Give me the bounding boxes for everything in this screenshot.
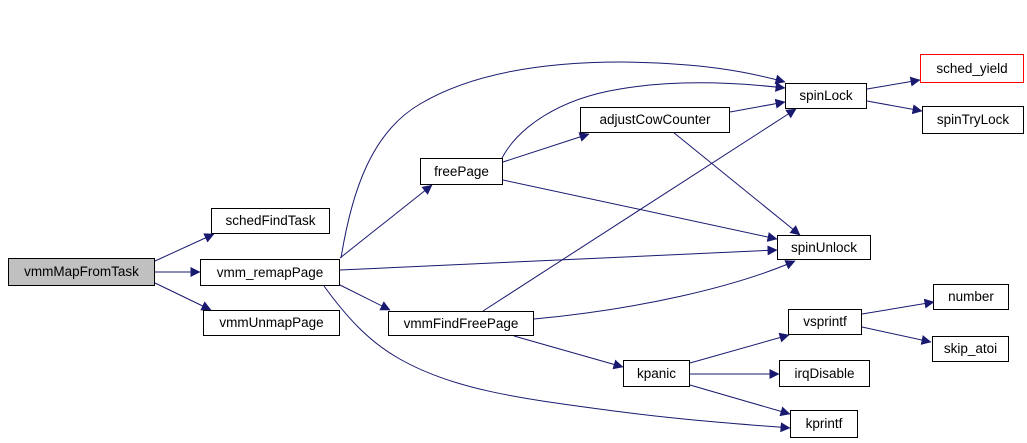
node-vsprintf[interactable]: vsprintf [788,309,862,335]
node-vmmUnmapPage[interactable]: vmmUnmapPage [203,310,340,336]
node-kpanic[interactable]: kpanic [623,360,690,387]
edge-freePage-adjustCowCounter [502,132,590,163]
edge-vsprintf-skip_atoi [861,326,932,345]
node-vmmFindFreePage[interactable]: vmmFindFreePage [388,311,534,336]
edge-kpanic-vsprintf [689,332,790,364]
edge-kpanic-kprintf [689,384,791,417]
node-skip_atoi[interactable]: skip_atoi [932,336,1009,362]
node-irqDisable[interactable]: irqDisable [779,360,870,387]
node-spinTryLock[interactable]: spinTryLock [922,106,1024,134]
edge-vmm_remapPage-spinUnlock [339,245,778,271]
edge-vmmMapFromTask-vmmUnmapPage [154,282,212,311]
edge-vmmFindFreePage-spinUnlock [533,260,796,320]
node-kprintf[interactable]: kprintf [790,410,858,438]
edge-freePage-spinLock [501,81,786,159]
edge-spinLock-sched_yield [866,76,921,90]
edge-adjustCowCounter-spinUnlock [672,131,801,236]
edge-vmm_remapPage-kprintf [323,285,791,433]
node-freePage[interactable]: freePage [420,158,503,185]
edge-spinLock-spinTryLock [866,100,923,115]
node-spinLock[interactable]: spinLock [785,83,867,109]
edge-vmm_remapPage-vmmFindFreePage [339,284,391,311]
edge-vmmMapFromTask-schedFindTask [154,233,215,262]
edge-vmmFindFreePage-kpanic [513,335,624,370]
node-vmmMapFromTask: vmmMapFromTask [8,258,155,286]
edge-vmm_remapPage-freePage [339,184,433,259]
node-adjustCowCounter[interactable]: adjustCowCounter [580,107,730,133]
edge-vmmFindFreePage-spinLock [482,108,797,312]
edge-vmm_remapPage-spinLock [340,61,786,259]
edge-adjustCowCounter-spinLock [729,98,786,113]
edge-vsprintf-number [861,298,935,315]
node-spinUnlock[interactable]: spinUnlock [777,235,871,260]
node-sched_yield[interactable]: sched_yield [920,54,1024,83]
node-number[interactable]: number [933,284,1009,310]
node-vmm_remapPage[interactable]: vmm_remapPage [200,259,340,286]
node-schedFindTask[interactable]: schedFindTask [211,208,330,234]
